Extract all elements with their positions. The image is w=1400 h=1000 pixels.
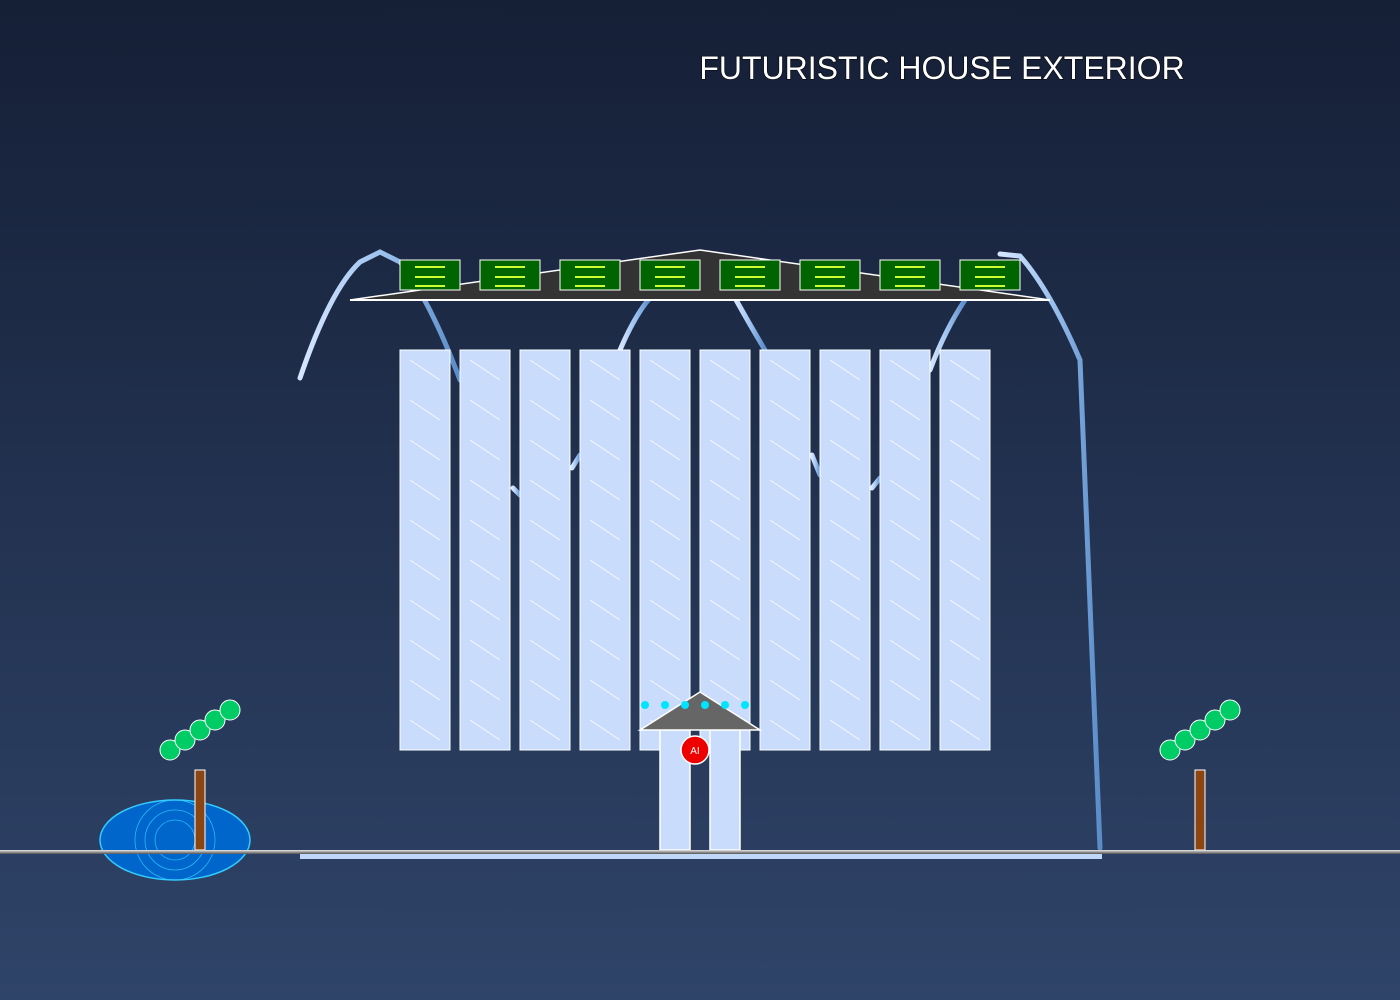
tree-leaves (159, 699, 241, 761)
tree-trunk (1194, 769, 1206, 851)
glass-facade (399, 349, 991, 751)
led-light (721, 701, 729, 709)
pond (99, 799, 251, 881)
glass-panel (459, 349, 511, 751)
glass-panel (879, 349, 931, 751)
entrance-canopy (637, 691, 763, 731)
ai-badge[interactable] (680, 735, 710, 765)
led-lights (641, 701, 749, 709)
glass-panel (939, 349, 991, 751)
glass-panel (579, 349, 631, 751)
glass-panel (759, 349, 811, 751)
entrance[interactable]: AI (637, 691, 763, 851)
solar-panel (639, 259, 701, 291)
solar-panel (719, 259, 781, 291)
tree-right (1159, 699, 1241, 851)
glass-panel (699, 349, 751, 751)
led-light (661, 701, 669, 709)
glass-panel (639, 349, 691, 751)
glass-panel (519, 349, 571, 751)
glass-panel (399, 349, 451, 751)
solar-panel-array (399, 259, 1021, 291)
door-right[interactable] (709, 729, 741, 851)
solar-panel (559, 259, 621, 291)
tree-left (159, 699, 241, 851)
tree-leaves (1159, 699, 1241, 761)
solar-panel (479, 259, 541, 291)
ground-line (0, 850, 1400, 854)
pond-ripple (134, 799, 216, 881)
led-light (701, 701, 709, 709)
led-light (681, 701, 689, 709)
page-title: FUTURISTIC HOUSE EXTERIOR (699, 50, 1184, 86)
ai-badge-label: AI (690, 746, 699, 757)
led-light (641, 701, 649, 709)
solar-panel (879, 259, 941, 291)
led-light (741, 701, 749, 709)
solar-panel (399, 259, 461, 291)
foundation (300, 850, 1102, 859)
solar-panel (959, 259, 1021, 291)
solar-panel (799, 259, 861, 291)
glass-panel (819, 349, 871, 751)
tree-trunk (194, 769, 206, 851)
